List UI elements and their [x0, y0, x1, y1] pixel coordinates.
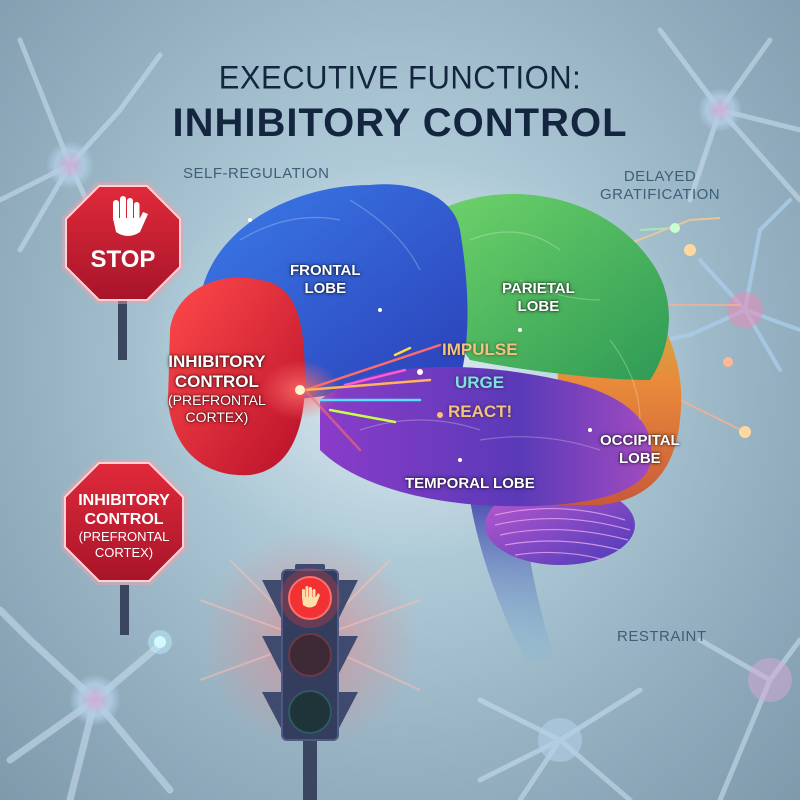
label-occipital-line-1: OCCIPITAL: [600, 432, 680, 449]
signal-urge: URGE: [455, 373, 505, 392]
raised-hand-icon: [113, 196, 148, 236]
stop-octagon: [61, 459, 187, 585]
concept-delayed-line-1: DELAYED: [623, 168, 697, 185]
label-inhibitory-line-3: (PREFRONTAL: [168, 392, 266, 408]
stop-sign-bottom-pole: [120, 585, 129, 635]
sparkles: [248, 218, 592, 462]
label-inhibitory-control-brain: INHIBITORY CONTROL (PREFRONTAL CORTEX): [168, 352, 266, 426]
title-line-2: INHIBITORY CONTROL: [172, 101, 628, 145]
temporal-lobe: [320, 366, 652, 507]
stop-octagon: [62, 182, 184, 304]
stop-sign-bottom: INHIBITORY CONTROL (PREFRONTAL CORTEX): [60, 458, 188, 586]
background-neuron-bottom-right: [477, 637, 800, 800]
signal-impulse: IMPULSE: [442, 340, 518, 359]
stop-label: STOP: [90, 246, 156, 273]
label-frontal-line-1: FRONTAL: [290, 262, 361, 279]
stop-sign-top-pole: [118, 300, 127, 360]
page-title: EXECUTIVE FUNCTION: INHIBITORY CONTROL: [0, 59, 800, 146]
label-inhibitory-line-2: CONTROL: [174, 372, 259, 391]
parietal-lobe: [431, 194, 669, 380]
concept-restraint: RESTRAINT: [617, 628, 707, 645]
label-occipital-line-2: LOBE: [619, 450, 661, 467]
signal-react: REACT!: [448, 402, 513, 421]
title-line-1: EXECUTIVE FUNCTION:: [218, 59, 582, 96]
label-parietal-line-1: PARIETAL: [502, 280, 575, 297]
stop-bottom-line-2: CONTROL: [84, 511, 164, 528]
concept-delayed-line-2: GRATIFICATION: [600, 186, 721, 203]
label-inhibitory-line-4: CORTEX): [185, 409, 249, 425]
label-frontal-lobe: FRONTAL LOBE: [290, 262, 361, 298]
label-inhibitory-line-1: INHIBITORY: [168, 352, 266, 371]
impulse-streaks: [303, 343, 442, 452]
stop-sign-bottom-text: INHIBITORY CONTROL (PREFRONTAL CORTEX): [60, 491, 188, 561]
traffic-light: [262, 564, 358, 800]
label-parietal-line-2: LOBE: [517, 298, 560, 315]
label-occipital-lobe: OCCIPITAL LOBE: [600, 432, 680, 468]
stop-bottom-line-1: INHIBITORY: [78, 492, 170, 509]
label-temporal-lobe: TEMPORAL LOBE: [405, 475, 535, 492]
concept-delayed-gratification: DELAYED GRATIFICATION: [600, 168, 720, 204]
stop-bottom-line-4: CORTEX): [94, 545, 154, 560]
prefrontal-cortex: [168, 277, 305, 476]
concept-self-regulation: SELF-REGULATION: [183, 165, 330, 182]
label-frontal-line-2: LOBE: [304, 280, 347, 297]
stop-bottom-line-3: (PREFRONTAL: [78, 529, 170, 544]
traffic-light-hand-icon: [302, 586, 320, 608]
label-parietal-lobe: PARIETAL LOBE: [502, 280, 575, 316]
stop-sign-top: STOP: [60, 180, 186, 306]
